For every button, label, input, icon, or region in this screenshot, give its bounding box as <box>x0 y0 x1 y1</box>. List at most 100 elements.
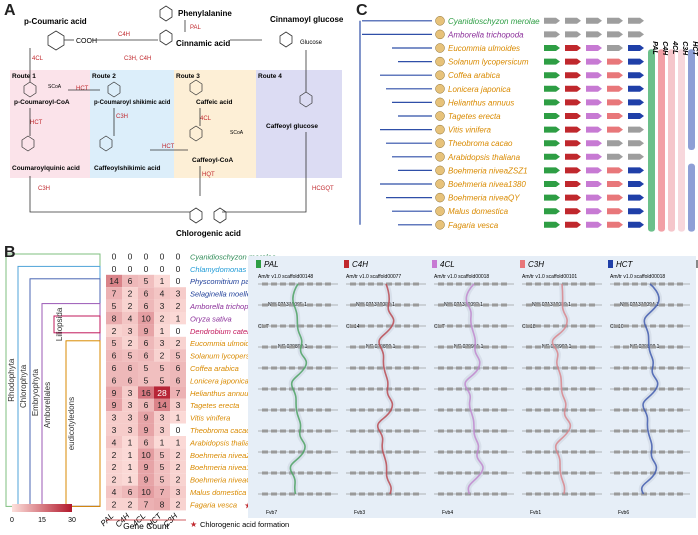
heatmap-cell <box>154 312 170 325</box>
heatmap-value: 6 <box>144 351 149 361</box>
gene-block <box>307 345 313 349</box>
legend-swatch <box>608 260 613 268</box>
phenylalanine-label: Phenylalanine <box>178 9 232 18</box>
gene-block <box>677 429 683 433</box>
gene-block <box>325 492 331 496</box>
gene-block <box>413 345 419 349</box>
gene-block <box>535 324 541 328</box>
gene-block <box>359 303 365 307</box>
clade-label: eudicotyledons <box>67 397 76 450</box>
heatmap-value: 2 <box>128 499 133 509</box>
gene-arrow <box>565 140 581 147</box>
gene-arrow <box>607 140 623 147</box>
gene-block <box>668 450 674 454</box>
gene-block <box>562 471 568 475</box>
gene-block <box>271 282 277 286</box>
heatmap-value: 9 <box>144 475 149 485</box>
gene-arrow <box>544 221 560 228</box>
gene-block <box>659 450 665 454</box>
heatmap-value: 7 <box>160 487 165 497</box>
heatmap-cell <box>122 299 138 312</box>
gene-arrow <box>628 113 644 119</box>
heatmap-value: 7 <box>144 499 149 509</box>
hct-bar-lower <box>688 163 695 232</box>
gene-block <box>359 450 365 454</box>
gene-block <box>632 408 638 412</box>
heatmap-cell <box>138 312 154 325</box>
gene-block <box>307 471 313 475</box>
gene-block <box>501 471 507 475</box>
heatmap-value: 1 <box>176 413 181 423</box>
species-label: Helianthus annuus <box>448 98 514 107</box>
gene-block <box>271 324 277 328</box>
gene-block <box>289 282 295 286</box>
gene-block <box>483 324 489 328</box>
gene-block <box>298 471 304 475</box>
clade-label: Rhodophyta <box>7 358 16 402</box>
gene-block <box>280 429 286 433</box>
cinnamic-structure <box>159 29 173 46</box>
gene-arrow <box>607 208 623 215</box>
gene-block <box>359 387 365 391</box>
gene-block <box>350 408 356 412</box>
heatmap-cell <box>122 485 138 498</box>
heatmap-value: 3 <box>112 425 117 435</box>
caffeoyl-coa-label: Caffeoyl-CoA <box>192 157 233 164</box>
gene-block <box>368 282 374 286</box>
gene-block <box>325 429 331 433</box>
gene-block <box>526 324 532 328</box>
gene-block <box>325 282 331 286</box>
gene-arrow <box>544 72 560 79</box>
heatmap-value: 1 <box>176 313 181 323</box>
gene-block <box>474 282 480 286</box>
gene-arrow <box>544 181 560 187</box>
heatmap-value: 3 <box>160 425 165 435</box>
gene-arrow <box>565 167 581 174</box>
gene-block <box>580 345 586 349</box>
heatmap-cell <box>122 374 138 387</box>
heatmap-cell <box>122 423 138 436</box>
gene-block <box>395 282 401 286</box>
gene-block <box>589 387 595 391</box>
formation-star: ★ <box>190 520 197 529</box>
species-label: Coffea arabica <box>448 71 501 80</box>
heatmap-value: 28 <box>157 388 167 398</box>
gene-block <box>298 492 304 496</box>
heatmap-value: 0 <box>160 251 165 261</box>
heatmap-value: 16 <box>141 388 151 398</box>
species-label: Oryza sativa <box>190 314 232 323</box>
gene-block <box>271 387 277 391</box>
gene-block <box>501 387 507 391</box>
heatmap-value: 6 <box>144 289 149 299</box>
gene-block <box>659 303 665 307</box>
gene-block <box>526 345 532 349</box>
gene-block <box>589 282 595 286</box>
gene-block <box>368 450 374 454</box>
heatmap-cell <box>106 287 122 300</box>
gene-block <box>404 324 410 328</box>
gene-bar-label: HCT <box>691 41 698 56</box>
gene-block <box>438 408 444 412</box>
gene-block <box>535 282 541 286</box>
gene-block <box>377 471 383 475</box>
heatmap-cell <box>138 411 154 424</box>
gene-block <box>447 471 453 475</box>
gene-block <box>465 408 471 412</box>
heatmap-cell <box>154 448 170 461</box>
pathway-arrows <box>29 48 307 213</box>
gene-block <box>325 366 331 370</box>
gene-block <box>474 345 480 349</box>
heatmap-cell <box>122 262 138 275</box>
species-label: Tagetes erecta <box>448 112 501 121</box>
gene-block <box>447 303 453 307</box>
heatmap-value: 14 <box>157 400 167 410</box>
gene-block <box>316 492 322 496</box>
gene-block <box>316 450 322 454</box>
gene-block <box>377 387 383 391</box>
gene-arrow <box>628 85 644 92</box>
colorbar-tick: 30 <box>68 517 76 524</box>
pcoumaroyl-shikimic-label: p-Coumaroyl shikimic acid <box>94 100 171 106</box>
gene-block <box>544 345 550 349</box>
gene-block <box>535 429 541 433</box>
